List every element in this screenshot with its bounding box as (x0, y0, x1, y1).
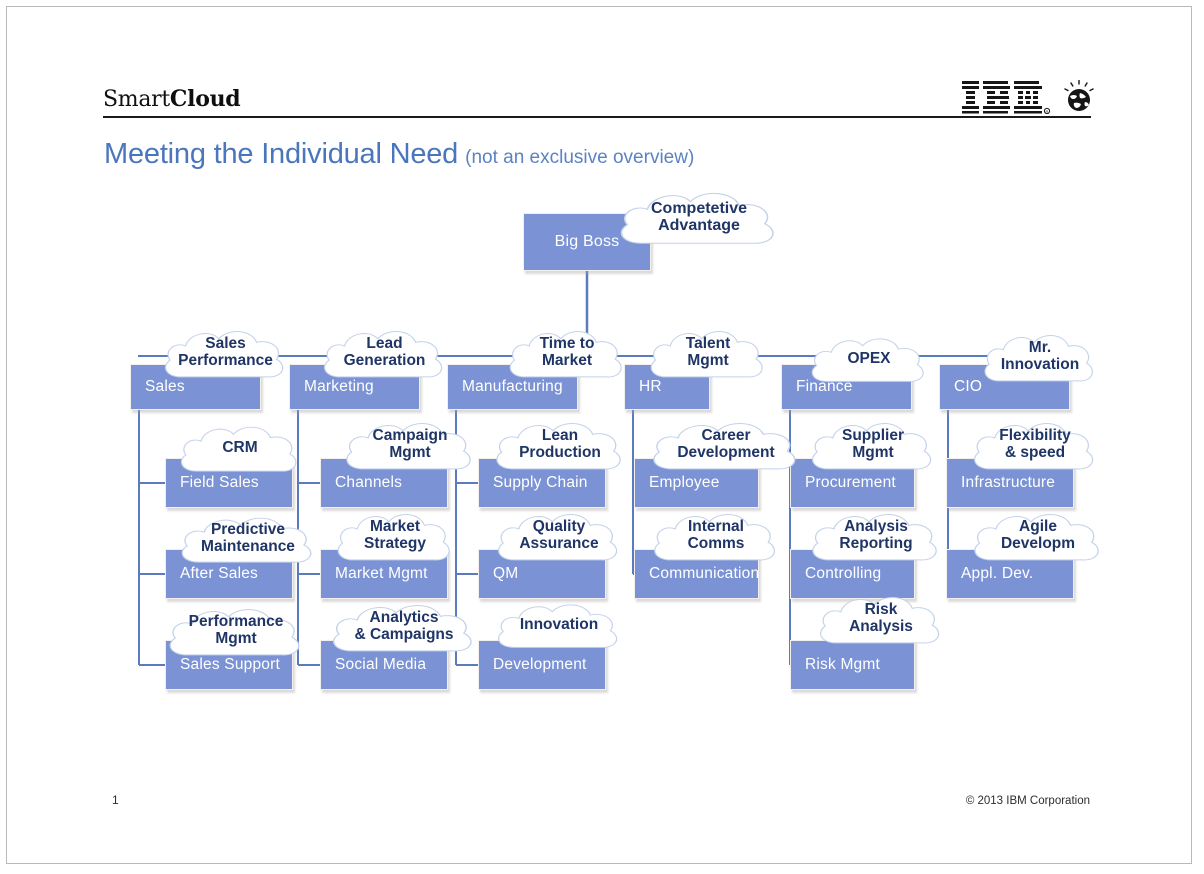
node-appl-dev[interactable]: Appl. Dev. (946, 549, 1074, 599)
brand-smart-text: Smart (103, 87, 170, 112)
node-controlling[interactable]: Controlling (790, 549, 915, 599)
copyright-notice: © 2013 IBM Corporation (965, 795, 1090, 807)
page-title-sub: (not an exclusive overview) (465, 147, 695, 168)
node-infrastructure-label: Infrastructure (961, 474, 1056, 491)
node-cio[interactable]: CIO (939, 364, 1070, 410)
node-sales-support-label: Sales Support (180, 656, 280, 673)
node-market-mgmt-label: Market Mgmt (335, 565, 428, 582)
node-manufacturing[interactable]: Manufacturing (447, 364, 578, 410)
page-title-main: Meeting the Individual Need (104, 138, 459, 170)
node-procurement-label: Procurement (805, 474, 896, 491)
smarter-planet-globe-icon (1064, 80, 1094, 111)
node-communication[interactable]: Communication (634, 549, 759, 599)
node-controlling-label: Controlling (805, 565, 882, 582)
page-title: Meeting the Individual Need (not an exclu… (104, 138, 694, 171)
node-risk-mgmt-label: Risk Mgmt (805, 656, 880, 673)
ibm-wordmark-icon: R (962, 81, 1051, 114)
node-sales[interactable]: Sales (130, 364, 261, 410)
brand-cloud-text: Cloud (169, 86, 241, 112)
node-development[interactable]: Development (478, 640, 606, 690)
svg-text:R: R (1046, 109, 1049, 114)
node-sales-support[interactable]: Sales Support (165, 640, 293, 690)
node-procurement[interactable]: Procurement (790, 458, 915, 508)
node-risk-mgmt[interactable]: Risk Mgmt (790, 640, 915, 690)
node-employee[interactable]: Employee (634, 458, 759, 508)
node-field-sales[interactable]: Field Sales (165, 458, 293, 508)
node-after-sales[interactable]: After Sales (165, 549, 293, 599)
node-supply-chain[interactable]: Supply Chain (478, 458, 606, 508)
node-cio-label: CIO (954, 378, 983, 395)
node-infrastructure[interactable]: Infrastructure (946, 458, 1074, 508)
ibm-logo: R (962, 80, 1096, 114)
node-hr-label: HR (639, 378, 662, 395)
node-market-mgmt[interactable]: Market Mgmt (320, 549, 448, 599)
node-hr[interactable]: HR (624, 364, 710, 410)
node-employee-label: Employee (649, 474, 720, 491)
node-finance-label: Finance (796, 378, 853, 395)
node-qm-label: QM (493, 565, 519, 582)
node-sales-label: Sales (145, 378, 185, 395)
node-after-sales-label: After Sales (180, 565, 259, 582)
node-development-label: Development (493, 656, 587, 673)
smartcloud-brand: SmartCloud (103, 86, 241, 112)
header-divider (103, 116, 1091, 118)
node-social-media-label: Social Media (335, 656, 427, 673)
node-appl-dev-label: Appl. Dev. (961, 565, 1034, 582)
node-channels-label: Channels (335, 474, 403, 491)
node-finance[interactable]: Finance (781, 364, 912, 410)
node-channels[interactable]: Channels (320, 458, 448, 508)
node-field-sales-label: Field Sales (180, 474, 259, 491)
node-communication-label: Communication (649, 565, 760, 582)
node-marketing-label: Marketing (304, 378, 374, 395)
node-supply-chain-label: Supply Chain (493, 474, 588, 491)
node-social-media[interactable]: Social Media (320, 640, 448, 690)
node-big-boss-label: Big Boss (554, 233, 620, 250)
node-big-boss[interactable]: Big Boss (523, 213, 651, 271)
page-number: 1 (112, 793, 119, 807)
node-manufacturing-label: Manufacturing (462, 378, 563, 395)
node-qm[interactable]: QM (478, 549, 606, 599)
node-marketing[interactable]: Marketing (289, 364, 420, 410)
